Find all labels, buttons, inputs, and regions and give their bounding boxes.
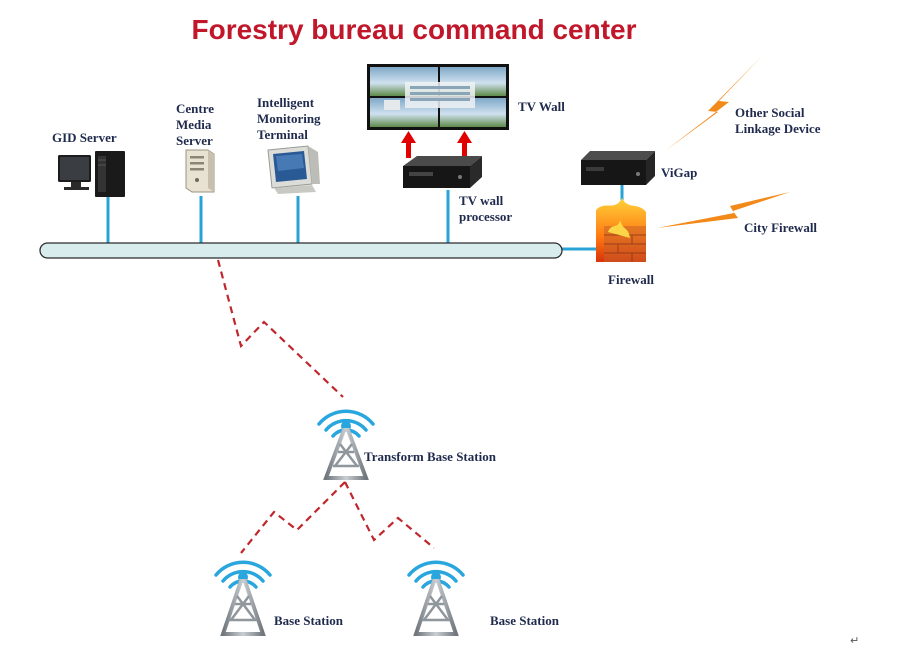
vigap-icon [581,151,655,185]
transform-base-station-icon [317,409,375,480]
other-social-linkage-device-label: Other Social Linkage Device [735,105,821,137]
wireless-link-transform-to-left-base [240,481,346,554]
monitoring-terminal-line-2: Monitoring [257,111,321,126]
tv-wall-processor-line-2: processor [459,209,513,224]
vigap-label: ViGap [661,165,698,180]
media-server-icon [185,149,215,193]
wireless-link-transform-to-right-base [344,481,435,549]
tv-wall-processor-line-1: TV wall [459,193,504,208]
monitoring-terminal-line-1: Intelligent [257,95,315,110]
base-station-left-icon [214,560,272,636]
firewall-icon [596,198,646,262]
paragraph-mark: ↵ [850,634,860,647]
bus-connectors [106,185,624,251]
base-station-right-label: Base Station [490,613,559,628]
monitoring-terminal-label: Intelligent Monitoring Terminal [257,95,321,143]
wireless-link-bus-to-transform [216,259,344,398]
gid-server-icon [58,151,125,197]
network-bus [39,242,563,259]
firewall-label: Firewall [608,272,654,287]
tv-wall-icon [367,64,509,130]
tv-wall-label: TV Wall [518,99,565,114]
up-arrow-icon [401,131,472,158]
monitoring-terminal-line-3: Terminal [257,127,308,142]
city-firewall-label: City Firewall [744,220,818,235]
gid-server-label: GID Server [52,130,117,145]
base-station-left-label: Base Station [274,613,343,628]
lightning-icon [657,56,790,228]
base-station-right-icon [407,560,465,636]
wireless-links [216,259,435,554]
tv-wall-processor-label: TV wall processor [459,193,512,225]
centre-media-server-line-3: Server [176,133,213,148]
other-social-linkage-line-1: Other Social [735,105,805,120]
other-social-linkage-line-2: Linkage Device [735,121,821,136]
tv-wall-processor-icon [403,156,482,188]
centre-media-server-line-2: Media [176,117,212,132]
transform-base-station-label: Transform Base Station [364,449,496,464]
centre-media-server-label: Centre Media Server [176,101,214,149]
diagram-title: Forestry bureau command center [191,14,637,45]
monitoring-terminal-icon [267,145,320,194]
centre-media-server-line-1: Centre [176,101,215,116]
